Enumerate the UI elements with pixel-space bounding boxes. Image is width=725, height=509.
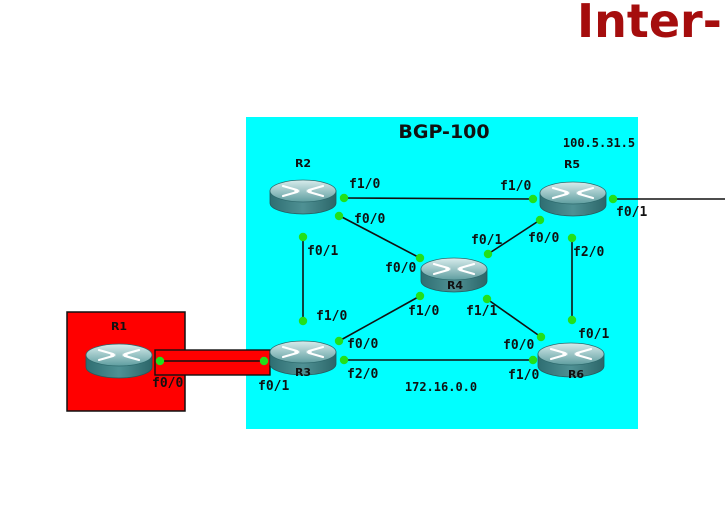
port-dot xyxy=(339,193,349,203)
iface-r2-f1-0: f1/0 xyxy=(349,177,380,192)
iface-r1-f0-0: f0/0 xyxy=(152,376,183,391)
iface-r3-f0-0: f0/0 xyxy=(347,337,378,352)
port-dot xyxy=(567,315,577,325)
port-dot xyxy=(298,232,308,242)
link-r4-r5[interactable] xyxy=(487,219,541,255)
port-dot xyxy=(567,233,577,243)
router-icon xyxy=(268,178,338,216)
r5-address-label: 100.5.31.5 xyxy=(563,136,635,150)
port-dot xyxy=(608,194,618,204)
link-r2-r5[interactable] xyxy=(343,197,534,200)
port-dot xyxy=(334,336,344,346)
port-dot xyxy=(334,211,344,221)
network-address-label: 172.16.0.0 xyxy=(405,380,477,394)
port-dot xyxy=(536,332,546,342)
router-name-r5: R5 xyxy=(564,158,580,171)
iface-r3-f0-1: f0/1 xyxy=(258,379,289,394)
iface-r6-f0-1: f0/1 xyxy=(578,327,609,342)
router-r2[interactable] xyxy=(268,178,338,216)
iface-r5-f0-1: f0/1 xyxy=(616,205,647,220)
port-dot xyxy=(528,194,538,204)
slide-title: Inter- xyxy=(577,0,722,48)
link-r1-r3[interactable] xyxy=(154,349,271,376)
router-r1[interactable] xyxy=(84,342,154,380)
iface-r4-f0-0: f0/0 xyxy=(385,261,416,276)
iface-r3-f1-0: f1/0 xyxy=(316,309,347,324)
iface-r5-f1-0: f1/0 xyxy=(500,179,531,194)
link-r4-r6[interactable] xyxy=(486,298,542,338)
router-icon xyxy=(84,342,154,380)
bgp-area-title: BGP-100 xyxy=(398,121,489,143)
router-name-r4: R4 xyxy=(447,279,463,292)
iface-r2-f0-0: f0/0 xyxy=(354,212,385,227)
port-dot xyxy=(482,294,492,304)
port-dot xyxy=(528,355,538,365)
router-name-r6: R6 xyxy=(568,368,584,381)
port-dot xyxy=(155,356,165,366)
router-name-r1: R1 xyxy=(111,320,127,333)
router-icon xyxy=(538,180,608,218)
port-dot xyxy=(415,291,425,301)
iface-r6-f1-0: f1/0 xyxy=(508,368,539,383)
port-dot xyxy=(298,316,308,326)
router-name-r3: R3 xyxy=(295,366,311,379)
link-r4-r3[interactable] xyxy=(338,295,421,342)
iface-r4-f1-1: f1/1 xyxy=(466,304,497,319)
iface-r3-f2-0: f2/0 xyxy=(347,367,378,382)
iface-r4-f0-1: f0/1 xyxy=(471,233,502,248)
port-dot xyxy=(415,253,425,263)
iface-r5-f2-0: f2/0 xyxy=(573,245,604,260)
iface-r5-f0-0: f0/0 xyxy=(528,231,559,246)
link-r2-r4[interactable] xyxy=(337,214,421,259)
port-dot xyxy=(483,249,493,259)
iface-r2-f0-1: f0/1 xyxy=(307,244,338,259)
router-r5[interactable] xyxy=(538,180,608,218)
port-dot xyxy=(535,215,545,225)
iface-r6-f0-0: f0/0 xyxy=(503,338,534,353)
iface-r4-f1-0: f1/0 xyxy=(408,304,439,319)
port-dot xyxy=(339,355,349,365)
router-name-r2: R2 xyxy=(295,157,311,170)
port-dot xyxy=(259,356,269,366)
